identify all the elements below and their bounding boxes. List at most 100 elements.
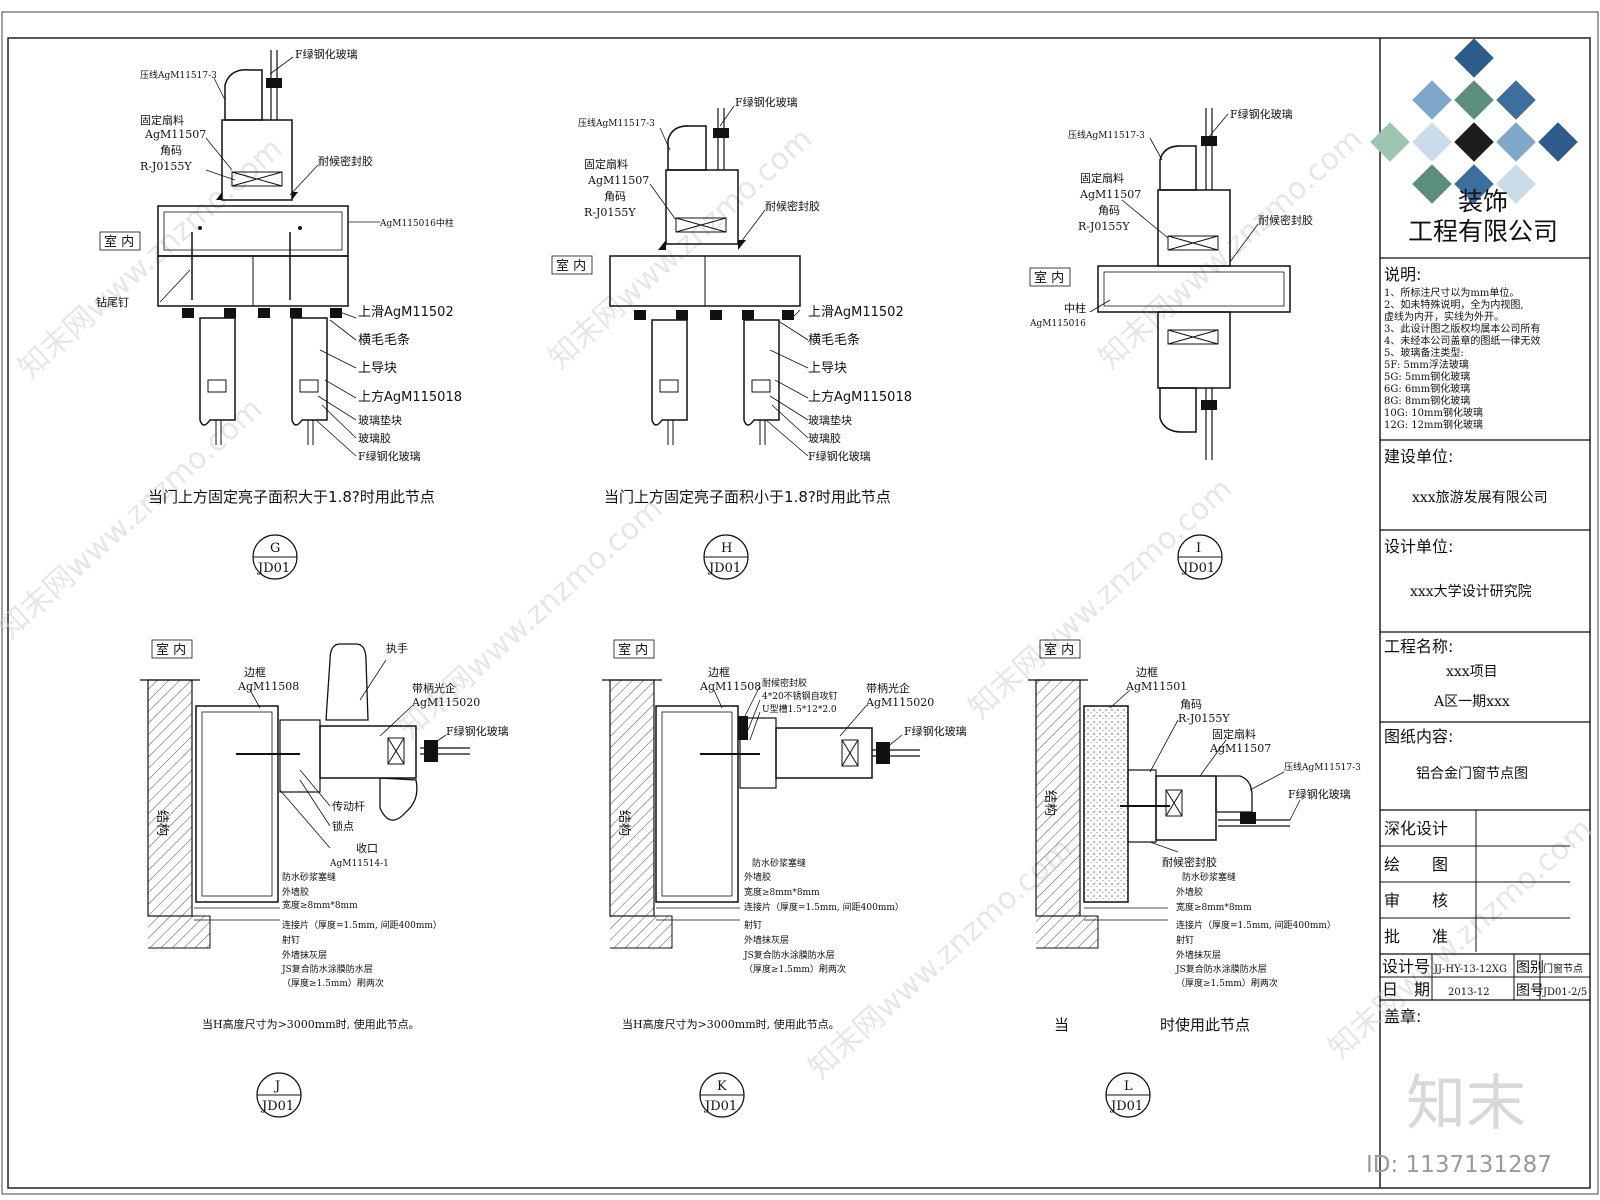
note-line: 8G: 8mm钢化玻璃 <box>1384 394 1470 407</box>
design-no-label: 设计号 <box>1382 957 1430 976</box>
label: （厚度≥1.5mm）刷两次 <box>744 963 846 975</box>
label: 外墙胶 <box>1176 886 1203 898</box>
label: 边框 <box>1136 666 1158 679</box>
label: 耐候密封胶 <box>1162 855 1217 869</box>
project-value: A区一期xxx <box>1433 694 1510 710</box>
label: 角码 <box>160 144 182 157</box>
label: 外墙抹灰层 <box>744 934 789 946</box>
detail-caption: 当H高度尺寸为>3000mm时, 使用此节点。 <box>622 1017 840 1031</box>
label: 上滑AgM11502 <box>808 305 904 320</box>
detail-caption: 当H高度尺寸为>3000mm时, 使用此节点。 <box>202 1017 420 1031</box>
note-line: 4、未经本公司盖章的图纸一律无效 <box>1384 334 1540 347</box>
label: 室 内 <box>1044 642 1074 658</box>
label: 宽度≥8mm*8mm <box>744 886 820 898</box>
watermark: 知末网www.znzmo.com <box>0 391 269 646</box>
marker-letter: K <box>717 1079 727 1094</box>
sheet-cat-value: 门窗节点 <box>1543 962 1583 975</box>
label: AgM11508 <box>237 680 299 693</box>
label: JS复合防水涂膜防水层 <box>281 963 373 975</box>
sheet-no-label: 图号 <box>1516 983 1544 999</box>
outer-border <box>1 11 1599 1195</box>
detail-k: 室 内 边框 AgM11508 耐候密封胶 4*20不锈钢自攻钉 U型槽1.5*… <box>602 639 967 1118</box>
note-line: 5G: 5mm钢化玻璃 <box>1384 370 1470 383</box>
label: AgM11507 <box>1209 742 1271 755</box>
marker-ref: JD01 <box>1109 1099 1143 1114</box>
watermark: 知末网www.znzmo.com <box>962 471 1239 726</box>
marker-letter: G <box>270 541 280 556</box>
note-line: 12G: 12mm钢化玻璃 <box>1384 418 1483 431</box>
id-text: ID: 1137131287 <box>1366 1152 1552 1178</box>
label: 锁点 <box>332 819 354 833</box>
label: 外墙抹灰层 <box>282 949 327 961</box>
designer-value: xxx大学设计研究院 <box>1410 584 1532 600</box>
label: 传动杆 <box>332 799 365 813</box>
label: JS复合防水涂膜防水层 <box>1175 963 1267 975</box>
notes-heading: 说明: <box>1384 265 1421 284</box>
label: R-J0155Y <box>1178 712 1230 725</box>
marker-ref: JD01 <box>707 561 741 576</box>
label: JS复合防水涂膜防水层 <box>743 949 835 961</box>
label: R-J0155Y <box>584 206 636 219</box>
label: 压线AgM11517-3 <box>1284 761 1361 773</box>
label: 角码 <box>1180 698 1202 711</box>
label: 结构 <box>1042 790 1057 816</box>
label: 角码 <box>604 190 626 203</box>
label: U型槽1.5*12*2.0 <box>762 703 837 715</box>
label: 室 内 <box>156 642 186 658</box>
label: F绿钢化玻璃 <box>1230 107 1293 121</box>
label: AgM115016中柱 <box>379 217 454 229</box>
label: F绿钢化玻璃 <box>295 47 358 61</box>
label: 执手 <box>386 641 408 655</box>
inner-border <box>7 37 1591 1189</box>
note-line: 5、玻璃备注类型: <box>1384 346 1464 359</box>
content-label: 图纸内容: <box>1384 727 1453 746</box>
company-name: 装饰 <box>1458 187 1508 216</box>
label: F绿钢化玻璃 <box>735 95 798 109</box>
label: 边框 <box>708 666 730 679</box>
label: 室 内 <box>556 258 586 274</box>
note-line: 5F: 5mm浮法玻璃 <box>1384 358 1469 371</box>
label: R-J0155Y <box>140 160 192 173</box>
marker-letter: J <box>273 1079 280 1094</box>
label: 4*20不锈钢自攻钉 <box>762 690 838 702</box>
label: 固定扇料 <box>584 157 628 171</box>
label: 带柄光企 <box>412 681 456 695</box>
detail-caption-right: 时使用此节点 <box>1160 1016 1250 1034</box>
label: 结构 <box>154 810 169 836</box>
label: 连接片（厚度=1.5mm, 间距400mm） <box>1176 919 1336 931</box>
label: AgM11507 <box>144 128 206 141</box>
sign-row: 绘 图 <box>1384 855 1448 874</box>
client-value: xxx旅游发展有限公司 <box>1412 490 1548 506</box>
label: （厚度≥1.5mm）刷两次 <box>282 977 384 989</box>
label: 上方AgM115018 <box>358 389 462 405</box>
label: 外墙胶 <box>744 871 771 883</box>
label: 玻璃垫块 <box>358 413 402 427</box>
design-no-value: JJ-HY-13-12XG <box>1433 964 1507 975</box>
marker-ref: JD01 <box>703 1099 737 1114</box>
label: 角码 <box>1098 204 1120 217</box>
sheet-no-value: JD01-2/5 <box>1542 987 1587 998</box>
detail-g: F绿钢化玻璃 压线AgM11517-3 固定扇料 AgM11507 角码 R-J… <box>96 47 462 580</box>
label: AgM115020 <box>865 696 934 709</box>
project-value: xxx项目 <box>1446 664 1498 680</box>
label: F绿钢化玻璃 <box>808 449 871 463</box>
label: 玻璃胶 <box>358 431 391 445</box>
label: 带柄光企 <box>866 681 910 695</box>
project-label: 工程名称: <box>1384 637 1453 656</box>
label: AgM115016 <box>1029 319 1086 329</box>
watermark: 知末网www.znzmo.com <box>1322 811 1599 1066</box>
company-logo <box>1370 38 1578 204</box>
label: F绿钢化玻璃 <box>358 449 421 463</box>
label: 固定扇料 <box>1080 171 1124 185</box>
note-line: 6G: 6mm钢化玻璃 <box>1384 382 1470 395</box>
marker-letter: H <box>721 541 732 556</box>
label: 上导块 <box>358 361 397 376</box>
marker-ref: JD01 <box>256 561 290 576</box>
company-name: 工程有限公司 <box>1408 217 1558 246</box>
label: 连接片（厚度=1.5mm, 间距400mm） <box>744 901 904 913</box>
note-line: 虚线为内开，实线为外开。 <box>1384 310 1504 323</box>
sign-row: 批 准 <box>1384 927 1448 946</box>
label: R-J0155Y <box>1078 220 1130 233</box>
detail-i: F绿钢化玻璃 压线AgM11517-3 固定扇料 AgM11507 角码 R-J… <box>1029 107 1313 580</box>
